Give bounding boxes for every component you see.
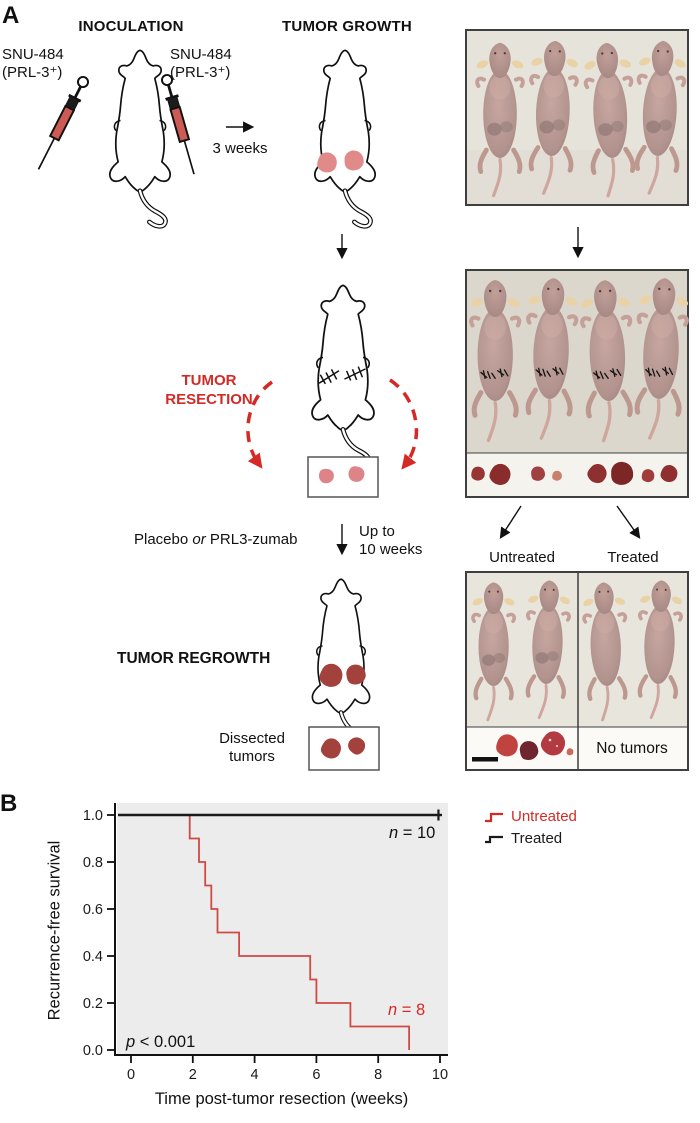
svg-text:0.8: 0.8 [83,855,103,871]
svg-text:0.2: 0.2 [83,996,103,1012]
x-axis-title: Time post-tumor resection (weeks) [154,1090,409,1108]
svg-text:0.4: 0.4 [83,949,103,965]
svg-text:0.0: 0.0 [83,1043,103,1059]
svg-text:8: 8 [374,1067,382,1083]
treatment-label: Placebo or PRL3-zumab [134,531,298,548]
svg-text:6: 6 [312,1067,320,1083]
tumor-regrowth-title: TUMOR REGROWTH [117,650,271,667]
svg-text:0.6: 0.6 [83,902,103,918]
svg-text:2: 2 [189,1067,197,1083]
p-value-annotation: p < 0.001 [126,1033,196,1051]
panel-a-artwork [31,29,700,771]
photo-tumor-bearing-mice [465,29,688,206]
scale-bar [472,757,498,762]
svg-text:4: 4 [251,1067,259,1083]
no-tumors-label: No tumors [596,740,668,757]
sketch-mouse-inoculation [110,50,170,226]
untreated-group-label: Untreated [489,549,555,566]
svg-text:10: 10 [432,1067,448,1083]
panel-a-label: A [2,2,20,29]
y-axis-title: Recurrence-free survival [45,840,64,1021]
untreated-step-icon [485,812,503,823]
tumor-resection-label: TUMOR RESECTION [165,372,253,408]
legend-treated: Treated [483,827,562,849]
svg-text:0: 0 [127,1067,135,1083]
tumor-growth-title: TUMOR GROWTH [282,18,412,35]
cell-line-label-left: SNU-484 (PRL-3⁺) [2,46,64,81]
cell-line-label-right: SNU-484 (PRL-3⁺) [170,46,232,81]
photo-regrowth-comparison [465,571,689,771]
treatment-duration-label: Up to 10 weeks [359,523,423,558]
photo-post-resection-mice [465,269,691,498]
legend-untreated: Untreated [483,805,577,827]
resected-tumor-box [307,456,379,498]
sketch-mouse-regrowth [312,579,369,746]
panel-b-label: B [0,790,18,817]
resection-cycle-arrows [246,378,419,470]
dissected-tumors-label: Dissected tumors [219,730,285,765]
dissected-tumors-photo [472,727,574,763]
treated-step-icon [485,835,503,844]
diverge-arrow-untreated [499,505,522,539]
growth-duration-label: 3 weeks [212,140,268,157]
n-untreated-annotation: n = 8 [388,1001,426,1019]
syringe-left-icon [31,73,93,174]
diverge-arrow-treated [616,505,641,539]
n-treated-annotation: n = 10 [389,824,436,842]
inoculation-title: INOCULATION [78,18,184,35]
dissected-tumor-box [308,726,380,771]
treated-group-label: Treated [607,549,659,566]
svg-text:1.0: 1.0 [83,808,103,824]
sketch-mouse-tumor-growth [315,50,375,226]
kaplan-meier-chart: 0 2 4 6 8 10 0.0 0.2 0.4 0.6 0.8 1.0 [83,803,448,1083]
